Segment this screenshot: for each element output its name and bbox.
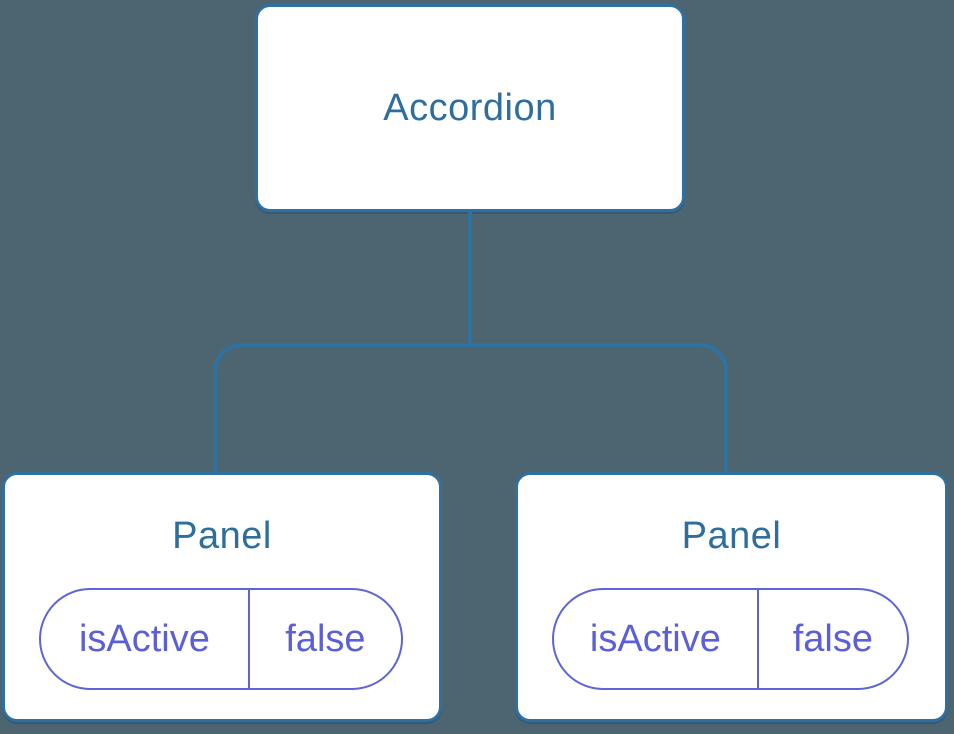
panel-left-state-pill: isActive false [39,588,403,690]
root-node-label: Accordion [383,86,557,129]
panel-right-state-value: false [792,617,873,660]
panel-left-state-value: false [285,617,366,660]
panel-right-label: Panel [681,515,782,557]
panel-right-state-pill: isActive false [552,588,909,690]
connector-branch-line [213,343,728,472]
root-node-accordion: Accordion [255,4,685,212]
connector-stem-line [468,210,472,344]
panel-left-state-key: isActive [41,590,250,688]
panel-node-right: Panel isActive false [515,472,948,722]
panel-left-label: Panel [172,515,272,557]
panel-right-state-key: isActive [554,590,759,688]
panel-node-left: Panel isActive false [2,472,442,722]
